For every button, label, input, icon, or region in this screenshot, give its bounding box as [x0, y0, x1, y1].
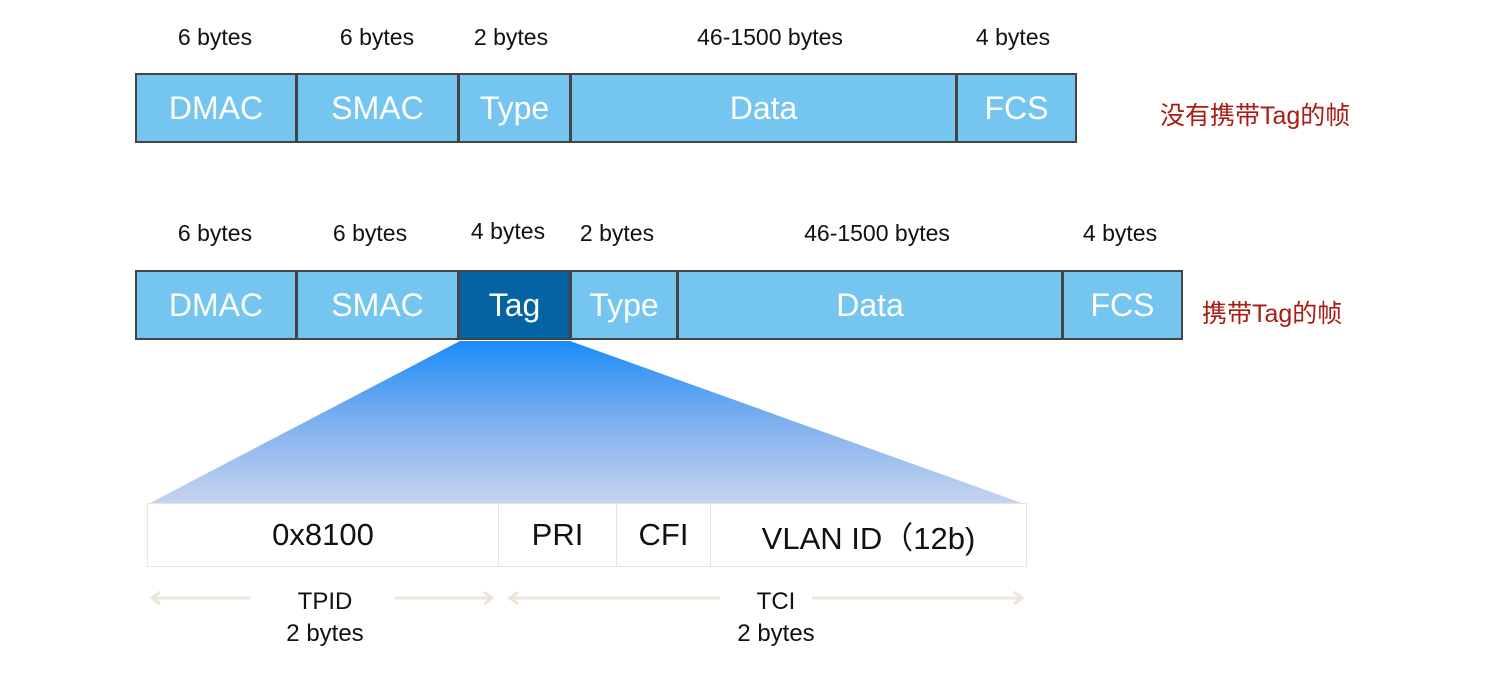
field-smac: SMAC — [296, 73, 459, 143]
span-arrows — [149, 590, 1025, 606]
field-dmac: DMAC — [135, 73, 297, 143]
tci-size: 2 bytes — [737, 620, 815, 647]
pri-field: PRI — [498, 503, 617, 567]
size-label: 6 bytes — [177, 220, 253, 246]
tagged-frame-label: 携带Tag的帧 — [1202, 300, 1343, 328]
size-label: 2 bytes — [473, 24, 549, 50]
tpid-label: TPID 2 bytes — [286, 586, 363, 650]
field-dmac: DMAC — [135, 270, 297, 340]
vlan-id-field: VLAN ID（12b) — [710, 503, 1027, 567]
tpid-value: 0x8100 — [147, 503, 499, 567]
tci-name: TCI — [756, 588, 796, 615]
size-label: 6 bytes — [177, 24, 253, 50]
field-data: Data — [677, 270, 1063, 340]
size-label: 6 bytes — [339, 24, 415, 50]
size-label: 2 bytes — [579, 220, 655, 246]
cfi-field: CFI — [616, 503, 711, 567]
field-type: Type — [458, 73, 571, 143]
tci-label: TCI 2 bytes — [737, 586, 814, 650]
size-label: 46-1500 bytes — [804, 220, 950, 246]
size-label: 4 bytes — [470, 218, 546, 244]
tpid-name: TPID — [297, 588, 353, 615]
tpid-size: 2 bytes — [286, 620, 364, 647]
size-label: 4 bytes — [1082, 220, 1158, 246]
untagged-frame-label: 没有携带Tag的帧 — [1160, 102, 1351, 130]
size-label: 46-1500 bytes — [697, 24, 843, 50]
field-tag: Tag — [458, 270, 571, 340]
size-label: 4 bytes — [975, 24, 1051, 50]
field-data: Data — [570, 73, 957, 143]
size-label: 6 bytes — [332, 220, 408, 246]
field-fcs: FCS — [956, 73, 1077, 143]
field-fcs: FCS — [1062, 270, 1183, 340]
